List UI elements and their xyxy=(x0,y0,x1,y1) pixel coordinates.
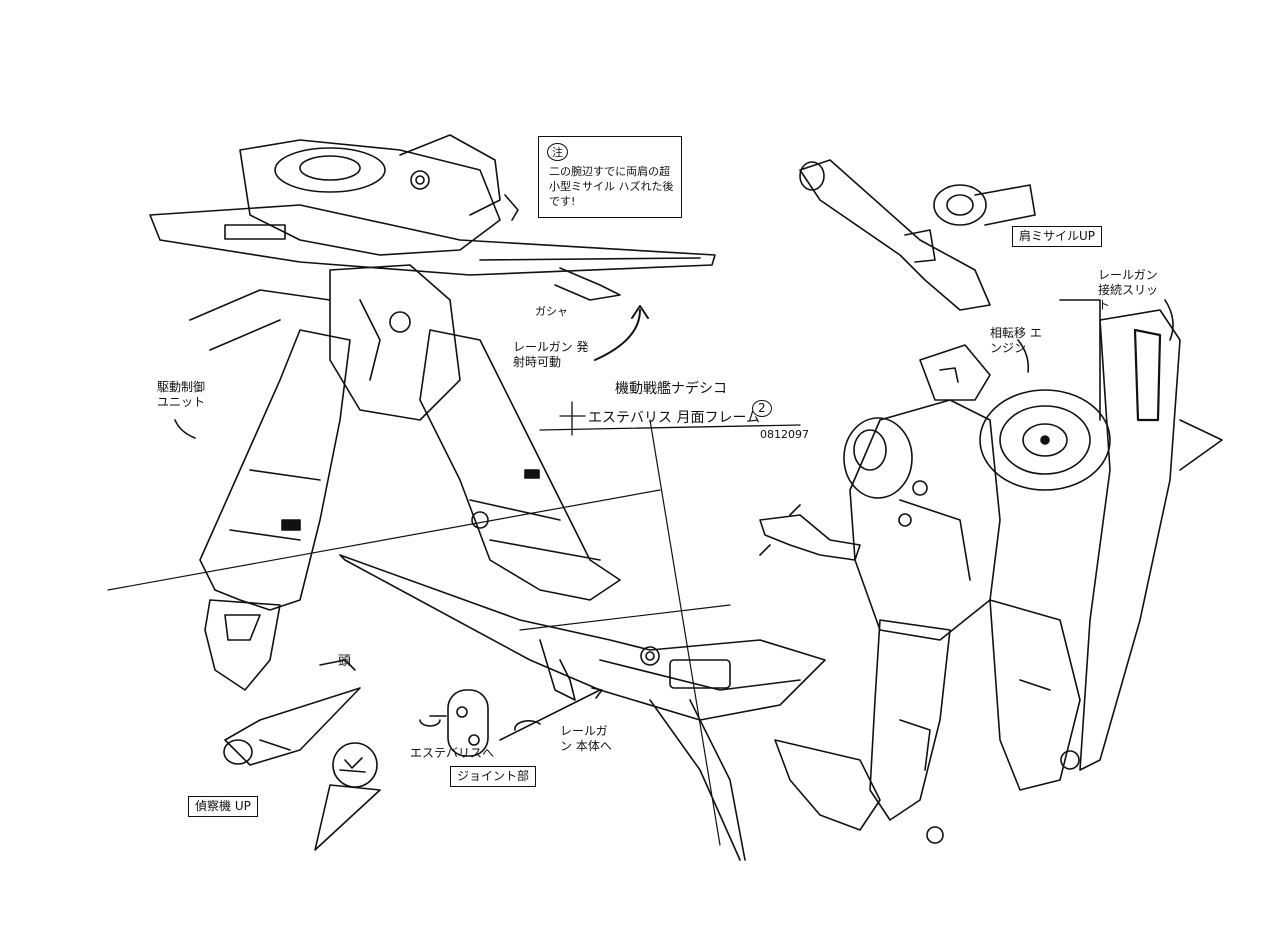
railgun-drawing xyxy=(339,554,826,861)
sheet-number: 2 xyxy=(752,400,772,417)
missile-up-label: 肩ミサイルUP xyxy=(1012,226,1103,247)
sound-effect-label: ガシャ xyxy=(535,305,568,318)
bottom-left-parts xyxy=(223,659,381,851)
phase-engine-label: 相転移 エンジン xyxy=(990,326,1042,355)
memo-tag: 注 xyxy=(547,143,568,161)
right-mecha-figure xyxy=(759,299,1223,844)
aestivalis-destination-label: エステバリスへ xyxy=(410,746,495,760)
head-caption-label: 頭 xyxy=(338,654,352,669)
memo-box: 注 二の腕辺すでに両肩の超小型ミサイル ハズれた後です! xyxy=(538,136,682,218)
left-mecha-figure xyxy=(149,134,716,691)
reconnaissance-label: 偵察機 UP xyxy=(188,796,258,817)
missile-drawings xyxy=(799,159,1036,311)
railgun-body-label: レールガン 本体へ xyxy=(560,724,612,753)
joint-part-label: ジョイント部 xyxy=(450,766,537,787)
curve-arrow xyxy=(594,309,641,361)
railgun-fire-label: レールガン 発射時可動 xyxy=(513,340,589,369)
memo-text: 二の腕辺すでに両肩の超小型ミサイル ハズれた後です! xyxy=(549,165,674,208)
subject-title: エステバリス 月面フレーム xyxy=(588,410,761,426)
sheet-code: 0812097 xyxy=(760,428,809,441)
drive-unit-label: 駆動制御 ユニット xyxy=(157,380,206,409)
series-title: 機動戦艦ナデシコ xyxy=(615,381,727,397)
railgun-slot-label: レールガン 接続スリット xyxy=(1098,268,1159,312)
joint-part-drawing xyxy=(419,687,603,757)
